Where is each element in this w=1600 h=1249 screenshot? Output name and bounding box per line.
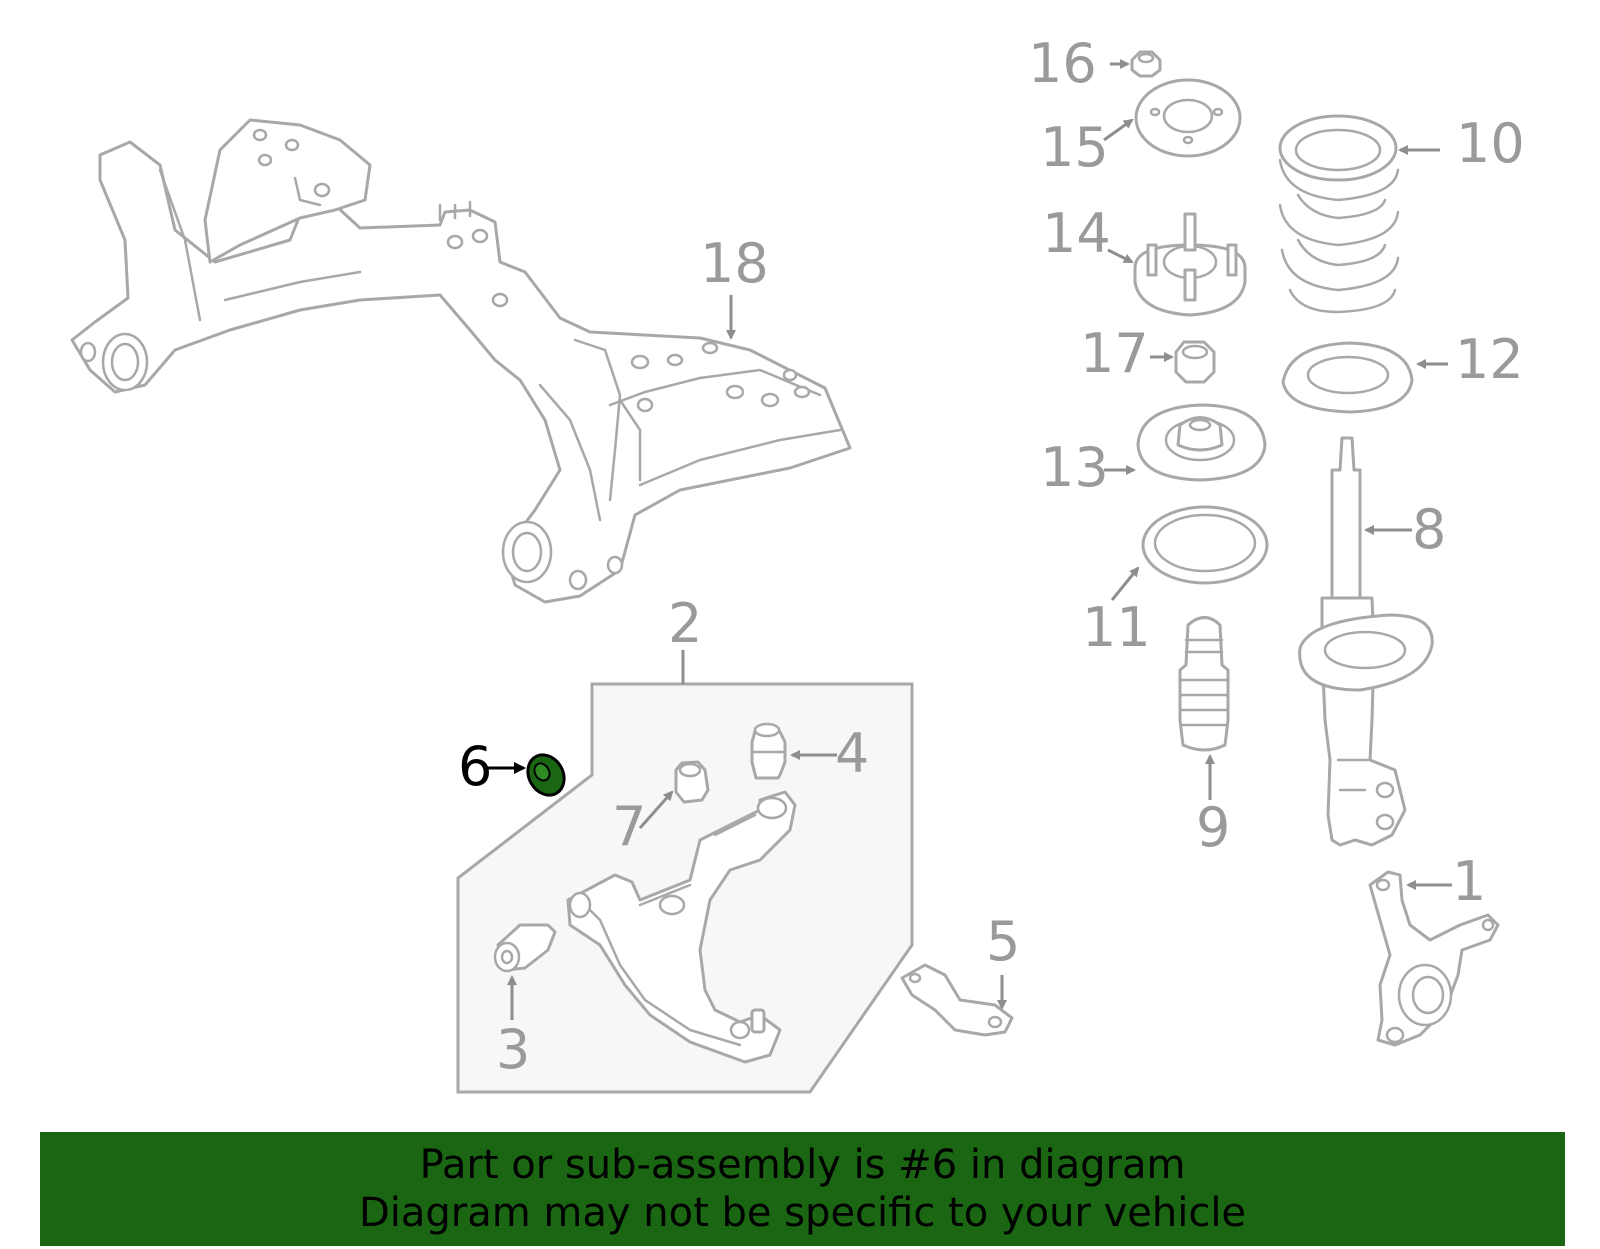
callout-17: 17 [1080, 322, 1149, 385]
callout-18: 18 [700, 232, 769, 295]
banner-part-line: Part or sub-assembly is #6 in diagram [419, 1142, 1186, 1188]
callout-5: 5 [986, 910, 1020, 973]
bushing-part-6-highlighted[interactable] [521, 748, 571, 801]
callout-6-highlighted: 6 [458, 735, 492, 798]
subframe-part-18[interactable] [70, 118, 852, 604]
callout-arrows [488, 59, 1452, 1020]
callout-12: 12 [1455, 328, 1524, 391]
mount-plate-part-15[interactable] [1134, 78, 1242, 158]
bushing-part-3[interactable] [493, 923, 557, 973]
callout-8: 8 [1412, 498, 1446, 561]
callout-2: 2 [668, 592, 702, 655]
callout-9: 9 [1196, 796, 1230, 859]
callout-11: 11 [1082, 596, 1151, 659]
callout-7: 7 [612, 795, 646, 858]
banner-disclaimer-line: Diagram may not be specific to your vehi… [358, 1190, 1247, 1236]
bushing-part-4[interactable] [750, 722, 787, 780]
callout-3: 3 [496, 1018, 530, 1081]
callout-13: 13 [1040, 436, 1109, 499]
callout-10: 10 [1456, 112, 1525, 175]
strut-mount-part-14[interactable] [1133, 212, 1247, 317]
callout-15: 15 [1040, 116, 1109, 179]
spring-seat-part-13[interactable] [1136, 403, 1267, 482]
lower-control-arm[interactable] [566, 790, 797, 1064]
callout-14: 14 [1042, 202, 1111, 265]
strut-part-8[interactable] [1298, 436, 1434, 847]
bracket-part-5[interactable] [900, 963, 1014, 1037]
insulator-ring-part-11[interactable] [1141, 505, 1269, 585]
knuckle-part-1[interactable] [1368, 870, 1500, 1047]
bushing-part-17[interactable] [1174, 340, 1216, 384]
bushing-part-7[interactable] [674, 760, 710, 804]
spring-seat-part-12[interactable] [1281, 341, 1414, 414]
info-banner: Part or sub-assembly is #6 in diagram Di… [40, 1132, 1565, 1246]
callout-16: 16 [1028, 32, 1097, 95]
coil-spring-part-10[interactable] [1278, 114, 1400, 314]
callout-4: 4 [835, 722, 869, 785]
bump-stop-part-9[interactable] [1178, 616, 1230, 752]
callout-1: 1 [1452, 850, 1486, 913]
callout-labels: 1 2 3 4 5 6 7 8 9 10 11 12 13 14 15 16 1… [458, 32, 1525, 1081]
nut-part-16[interactable] [1130, 50, 1162, 78]
